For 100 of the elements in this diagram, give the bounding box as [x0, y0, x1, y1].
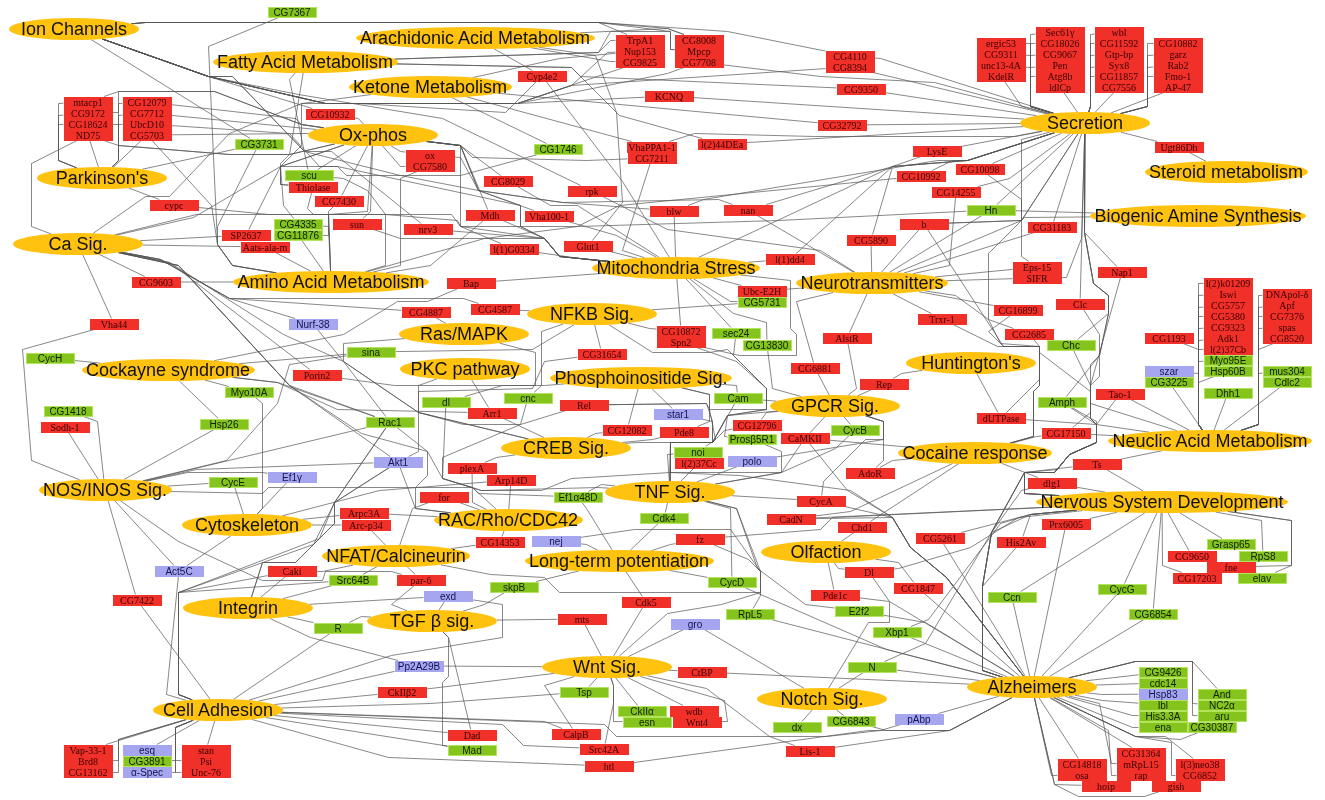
- gene-box: [446, 277, 496, 289]
- gene-label: KdelR: [987, 70, 1015, 82]
- gene-label: Dl: [864, 566, 874, 578]
- gene-label: cnc: [520, 392, 536, 404]
- gene-box: [1151, 780, 1201, 792]
- pathway-label: Fatty Acid Metabolism: [216, 52, 394, 72]
- gene-label: Myo95E: [1209, 354, 1247, 366]
- gene-box: [1262, 376, 1312, 388]
- gene-box: [579, 743, 629, 755]
- gene-label: CG17150: [1046, 427, 1086, 439]
- gene-box: [533, 143, 583, 155]
- gene-box: [912, 145, 962, 157]
- gene-label: Grasp65: [1211, 538, 1251, 550]
- gene-box: [845, 467, 895, 479]
- gene-label: Prx6005: [1049, 518, 1083, 530]
- gene-label: Atg8b: [1047, 70, 1073, 82]
- gene-box: [810, 589, 860, 601]
- pathway-label: Amino Acid Metabolism: [237, 272, 425, 292]
- gene-label: Cdk4: [652, 512, 676, 524]
- gene-box: [639, 512, 689, 524]
- gene-box: [1138, 699, 1188, 711]
- gene-box: [373, 456, 423, 468]
- gene-label: CG6852: [1183, 769, 1217, 781]
- gene-label: Eps-15: [1022, 261, 1052, 273]
- gene-box: [711, 327, 761, 339]
- gene-label: Tao-1: [1108, 388, 1132, 400]
- gene-label: CG9426: [1144, 666, 1182, 678]
- gene-label: Iswi: [1219, 288, 1237, 300]
- gene-label: Trxr-1: [929, 313, 955, 325]
- gene-box: [1197, 699, 1247, 711]
- gene-label: Arr1: [482, 407, 502, 419]
- gene-label: CG7712: [130, 107, 164, 119]
- gene-label: dl: [442, 396, 450, 408]
- gene-label: SIFR: [1026, 272, 1048, 284]
- gene-label: CG8520: [1270, 332, 1304, 344]
- gene-label: mRpL15: [1123, 758, 1159, 770]
- gene-label: CG13162: [68, 766, 108, 778]
- pathway-label: Ras/MAPK: [420, 324, 508, 344]
- pathway-ellipse: [605, 481, 735, 503]
- gene-label: Rab2: [1167, 59, 1189, 71]
- gene-label: CG14818: [1062, 758, 1102, 770]
- gene-box: [644, 90, 694, 102]
- gene-box: [1094, 26, 1144, 38]
- gene-box: [1238, 550, 1288, 562]
- gene-label: CG1193: [1152, 332, 1186, 344]
- gene-label: noi: [691, 446, 705, 458]
- gene-label: CG11592: [1099, 37, 1139, 49]
- gene-box: [489, 243, 539, 255]
- gene-box: [551, 728, 601, 740]
- gene-box: [1206, 561, 1256, 573]
- gene-label: CG5380: [1211, 310, 1245, 322]
- gene-label: Dad: [463, 729, 481, 741]
- gene-label: CG4887: [409, 306, 443, 318]
- gene-box: [656, 336, 706, 348]
- pathway-ellipse: [367, 610, 497, 632]
- gene-label: rap: [1134, 769, 1148, 781]
- gene-label: esq: [138, 744, 156, 756]
- gene-label: l(1)G0334: [493, 243, 535, 255]
- gene-box: [1027, 221, 1077, 233]
- gene-box: [284, 169, 334, 181]
- gene-box: [1041, 518, 1091, 530]
- gene-label: Vha44: [100, 318, 128, 330]
- gene-box: [1172, 572, 1222, 584]
- gene-label: wdb: [685, 705, 703, 717]
- gene-box: [401, 306, 451, 318]
- gene-label: CG9311: [984, 48, 1018, 60]
- gene-box: [1237, 572, 1287, 584]
- pathway-label: RAC/Rho/CDC42: [437, 510, 578, 530]
- gene-label: CG9650: [1175, 550, 1209, 562]
- gene-label: Nup153: [623, 45, 657, 57]
- gene-box: [1262, 365, 1312, 377]
- gene-label: CG10932: [310, 108, 350, 120]
- gene-box: [725, 608, 775, 620]
- pathway-label: Ox-phos: [339, 125, 407, 145]
- pathway-label: Nervous System Development: [1040, 492, 1284, 512]
- gene-label: CG30387: [1190, 721, 1234, 733]
- gene-label: Tsp: [576, 686, 592, 698]
- gene-label: Wnt4: [685, 716, 709, 728]
- gene-label: CG7376: [1270, 310, 1304, 322]
- gene-box: [63, 744, 113, 756]
- gene-label: CG11876: [276, 229, 320, 241]
- gene-label: par-6: [410, 574, 432, 586]
- gene-label: CG5757: [1211, 299, 1245, 311]
- pathway-label: Mitochondria Stress: [596, 258, 756, 278]
- gene-label: sina: [361, 346, 381, 358]
- gene-box: [467, 407, 517, 419]
- gene-label: CG10992: [901, 170, 941, 182]
- pathway-label: Olfaction: [790, 542, 862, 562]
- gene-label: Hsp26: [209, 418, 239, 430]
- gene-box: [328, 574, 378, 586]
- gene-box: [339, 507, 389, 519]
- gene-box: [732, 419, 782, 431]
- gene-label: Sec61γ: [1045, 26, 1075, 38]
- gene-box: [377, 686, 427, 698]
- gene-label: His2Av: [1005, 536, 1037, 548]
- gene-label: sun: [350, 218, 364, 230]
- gene-label: CkIIα: [630, 705, 654, 717]
- gene-box: [89, 318, 139, 330]
- gene-box: [976, 412, 1026, 424]
- gene-label: Nap1: [1111, 266, 1133, 278]
